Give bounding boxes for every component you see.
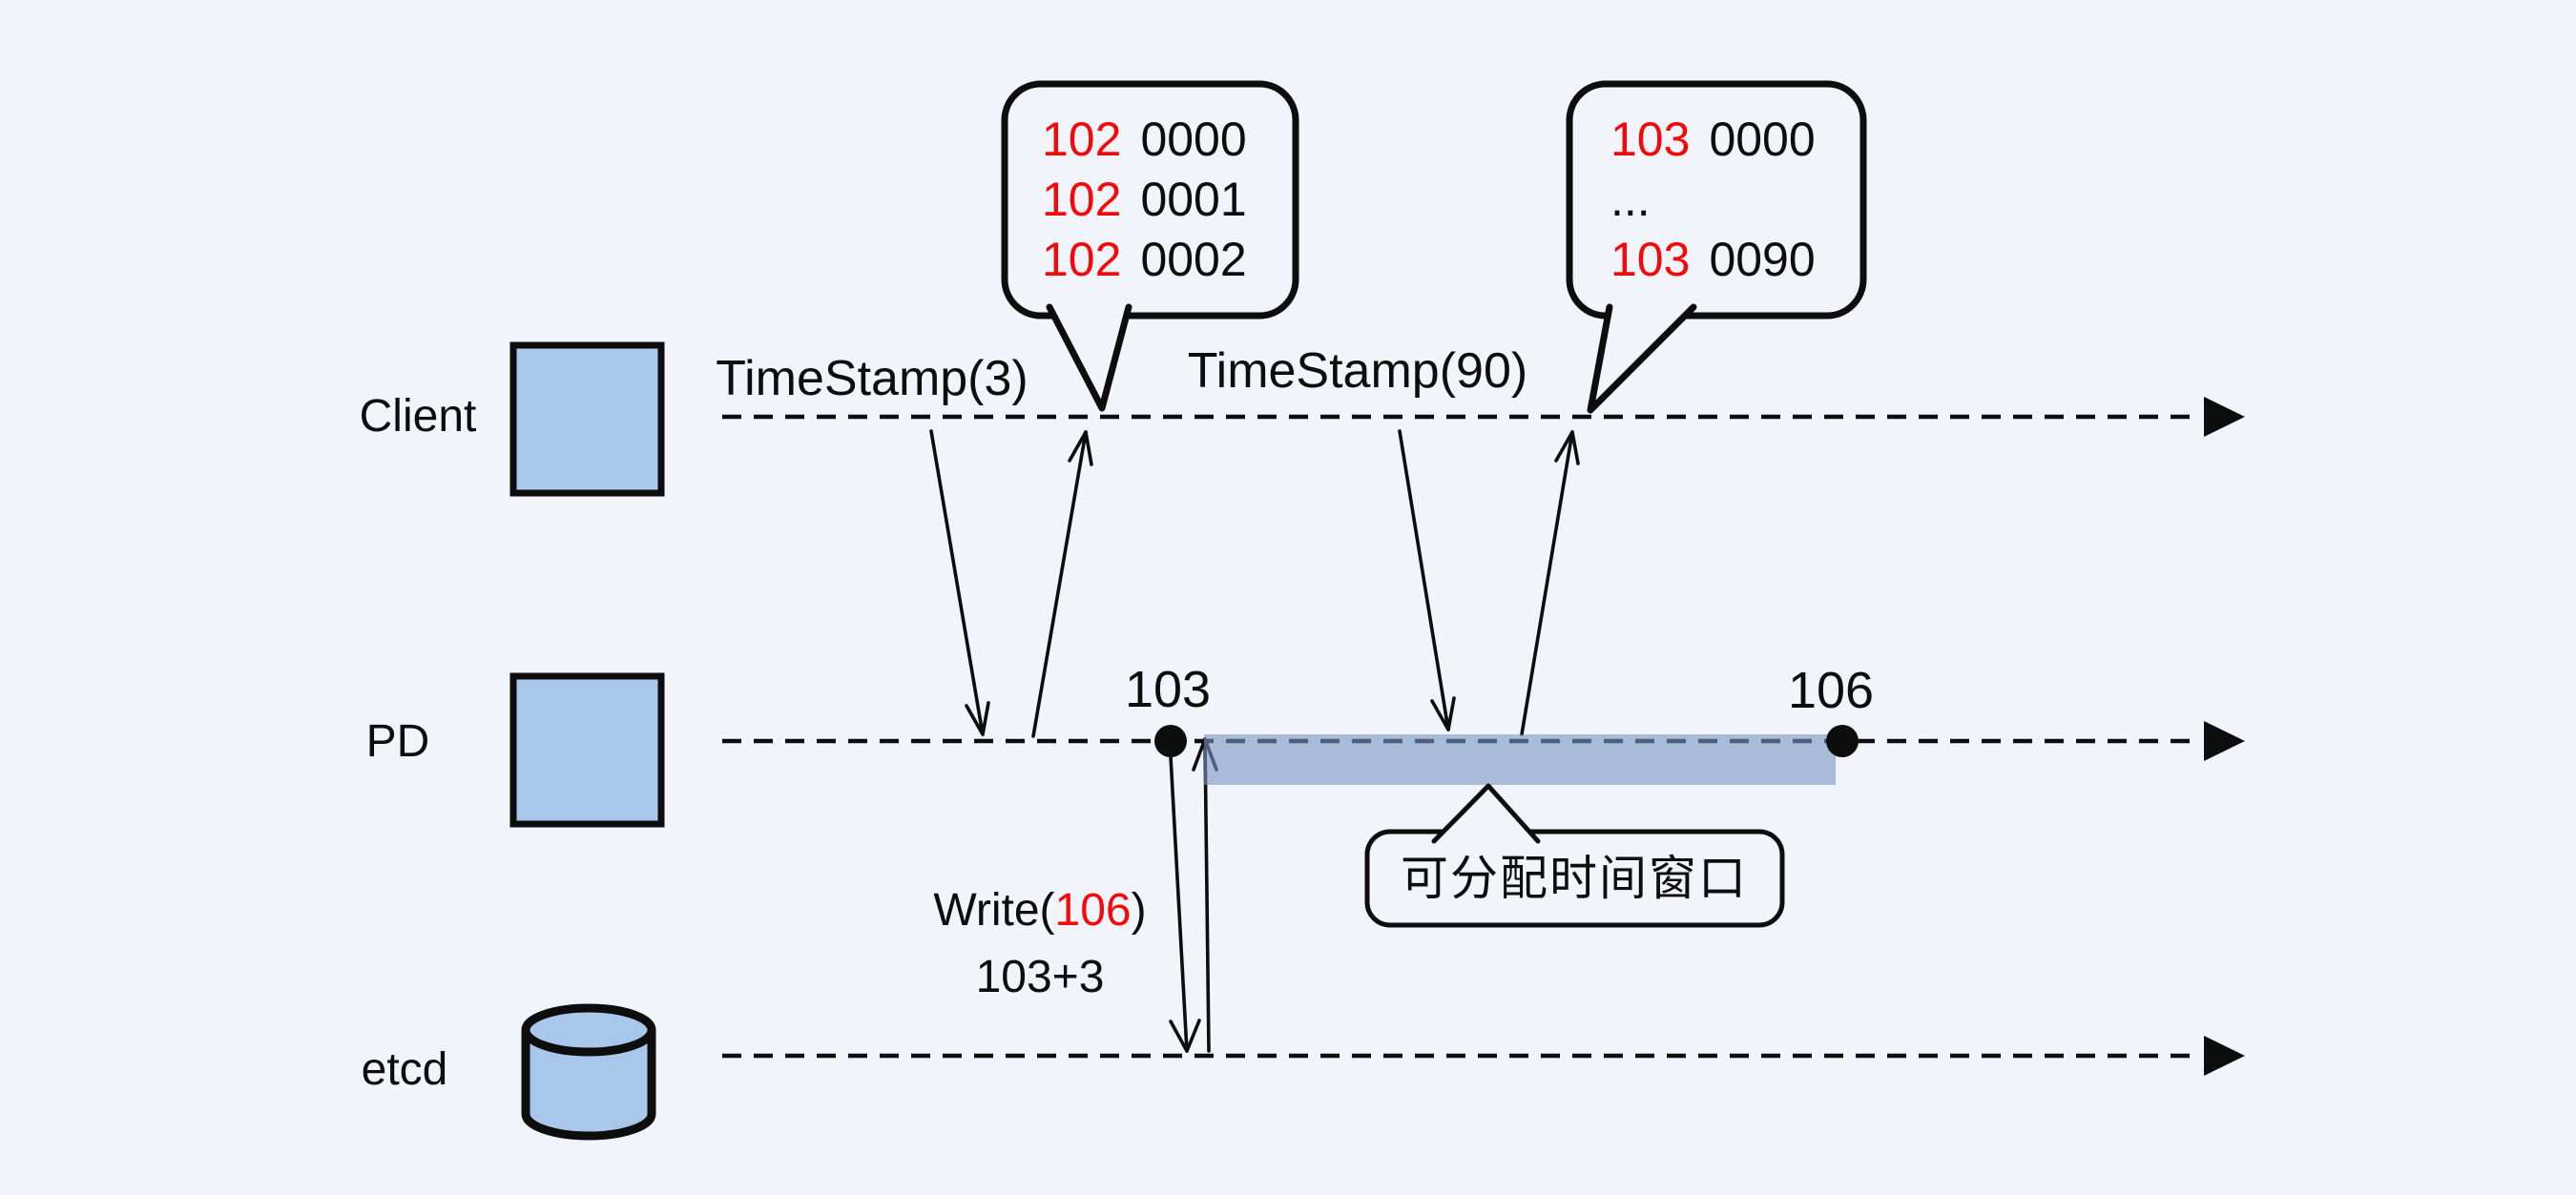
- timestamp-row-ellipsis: ...: [1610, 173, 1651, 226]
- write-sum-annotation: 103+3: [975, 952, 1105, 1002]
- timestamp3-result-bubble: [1001, 80, 1299, 412]
- timeline-arrowhead-icon: [2204, 721, 2245, 761]
- etcd-timeline: [722, 1036, 2245, 1076]
- timeline-arrowhead-icon: [2204, 1036, 2245, 1076]
- client-lane-label: Client: [359, 391, 477, 442]
- etcd-write-arrow: [1169, 754, 1201, 1053]
- point-106-label: 106: [1787, 662, 1875, 719]
- pd-lane-label: PD: [365, 716, 430, 767]
- write-prefix: Write(: [933, 885, 1055, 936]
- write-annotation: Write(106): [933, 888, 1146, 934]
- point-103-label: 103: [1124, 661, 1212, 718]
- allocatable-window-label: 可分配时间窗口: [1401, 852, 1748, 905]
- client-node-icon: [509, 341, 665, 497]
- timestamp-point-106-dot: [1826, 725, 1859, 757]
- timestamp3-request-arrow: [929, 429, 990, 736]
- timestamp-point-103-dot: [1154, 725, 1187, 757]
- timestamp90-label: TimeStamp(90): [1187, 343, 1528, 399]
- pd-node-icon: [509, 672, 665, 828]
- allocatable-window-band: [1204, 734, 1836, 785]
- timestamp90-response-arrow: [1520, 430, 1580, 736]
- timestamp90-request-arrow: [1398, 429, 1456, 731]
- allocatable-window-callout: [1364, 783, 1785, 928]
- client-timeline: [722, 397, 2245, 437]
- timestamp90-result-bubble: [1566, 80, 1867, 414]
- etcd-database-icon: [521, 1003, 656, 1141]
- etcd-lane-label: etcd: [361, 1044, 448, 1095]
- etcd-ack-arrow: [1192, 737, 1218, 1053]
- write-suffix: ): [1131, 885, 1147, 936]
- timestamp3-label: TimeStamp(3): [716, 351, 1028, 406]
- timeline-arrowhead-icon: [2204, 397, 2245, 437]
- timestamp3-response-arrow: [1031, 430, 1093, 738]
- write-value: 106: [1054, 885, 1132, 936]
